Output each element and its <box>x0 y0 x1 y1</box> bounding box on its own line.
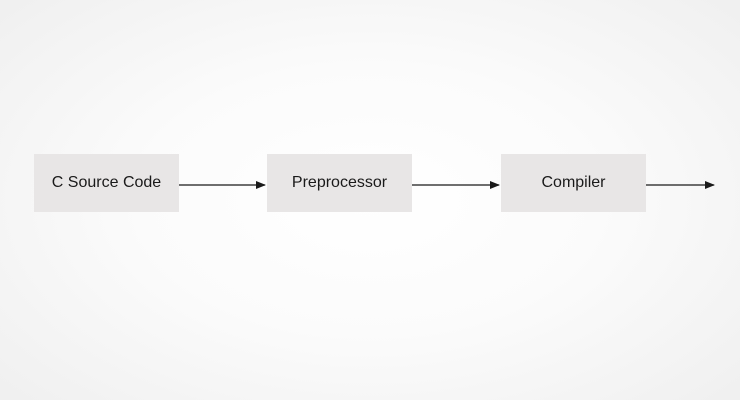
node-label: Compiler <box>541 174 606 191</box>
node-label: Preprocessor <box>291 174 388 191</box>
node-preprocessor: Preprocessor <box>267 154 412 212</box>
node-label: C Source Code <box>51 174 162 191</box>
node-c-source-code: C Source Code <box>34 154 179 212</box>
node-compiler: Compiler <box>501 154 646 212</box>
